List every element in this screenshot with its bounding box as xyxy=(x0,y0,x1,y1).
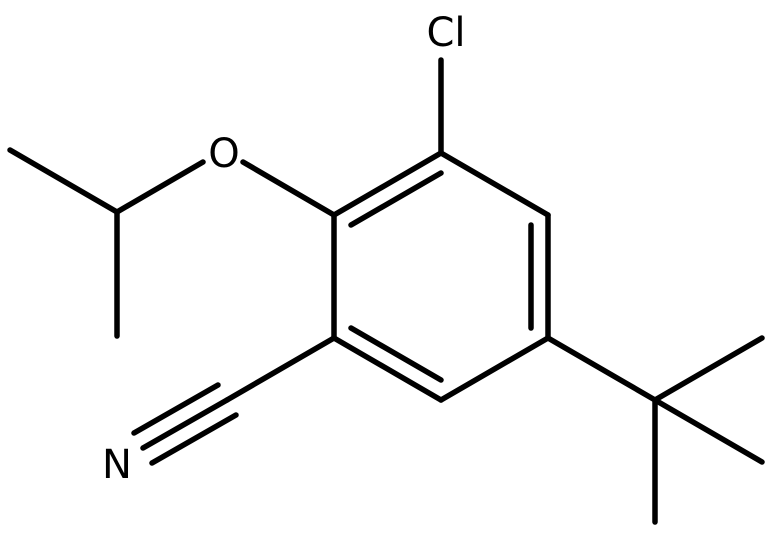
bond-c6-c1-inner xyxy=(348,170,444,228)
bond-c3-cq xyxy=(545,335,658,403)
bond-c5-cn xyxy=(224,335,337,403)
bond-ch-methyl-up xyxy=(7,147,120,215)
bond-triple-1 xyxy=(140,397,230,451)
bond-c4-c5 xyxy=(331,335,444,403)
nitrogen-label: N xyxy=(102,442,132,488)
bond-c3-c4 xyxy=(438,335,551,403)
bond-c6-o xyxy=(240,159,337,218)
bond-o-ch xyxy=(114,159,206,215)
bond-c1-c2 xyxy=(438,150,551,218)
bond-cq-methyl-1 xyxy=(652,335,765,403)
chlorine-label: Cl xyxy=(426,10,465,56)
bond-triple-3 xyxy=(131,382,221,436)
bond-cq-methyl-2 xyxy=(652,397,765,465)
oxygen-label: O xyxy=(208,131,239,177)
benzene-ring xyxy=(331,150,551,403)
bond-c6-c1 xyxy=(331,150,444,218)
bond-c4-c5-inner xyxy=(348,325,444,383)
bond-triple-2 xyxy=(149,412,239,466)
